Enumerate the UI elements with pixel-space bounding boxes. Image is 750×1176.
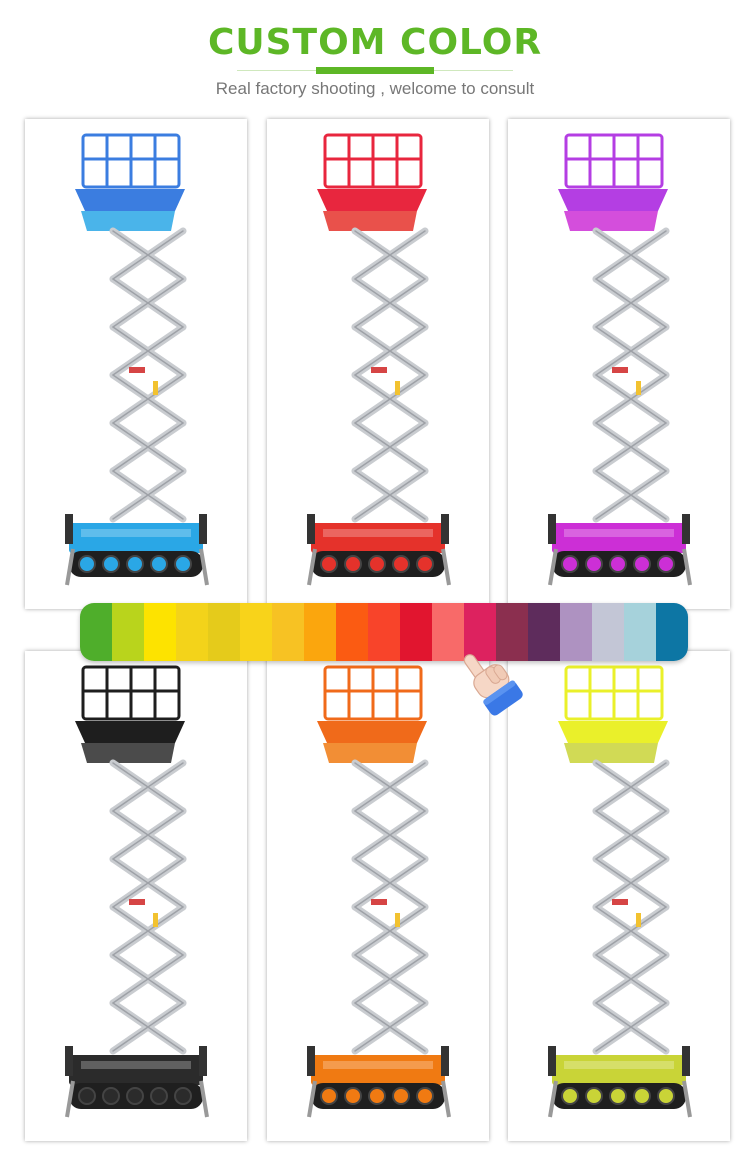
color-swatch <box>272 603 304 661</box>
color-swatch <box>208 603 240 661</box>
color-swatch <box>560 603 592 661</box>
scissor-lift-illustration <box>548 133 692 586</box>
scissor-lift-illustration <box>307 133 451 586</box>
color-swatch <box>432 603 464 661</box>
page-title: CUSTOM COLOR <box>207 22 543 63</box>
lift-card-purple <box>508 119 730 609</box>
scissor-lift-illustration <box>65 665 209 1118</box>
lift-card-red <box>267 119 489 609</box>
color-swatch <box>80 603 112 661</box>
color-swatch <box>304 603 336 661</box>
color-swatch <box>656 603 688 661</box>
color-swatch <box>112 603 144 661</box>
color-swatch <box>624 603 656 661</box>
color-swatch <box>528 603 560 661</box>
lift-card-orange <box>267 651 489 1141</box>
color-swatch <box>144 603 176 661</box>
lift-card-black <box>25 651 247 1141</box>
color-palette <box>80 603 688 661</box>
pointing-hand-icon <box>455 638 527 725</box>
color-swatch <box>240 603 272 661</box>
color-swatch <box>496 603 528 661</box>
lift-card-blue <box>25 119 247 609</box>
scissor-lift-illustration <box>307 665 451 1118</box>
color-swatch <box>464 603 496 661</box>
lift-card-yellow <box>508 651 730 1141</box>
scissor-lift-illustration <box>548 665 692 1118</box>
color-swatch <box>176 603 208 661</box>
page-subtitle: Real factory shooting , welcome to consu… <box>215 79 535 98</box>
color-swatch <box>368 603 400 661</box>
title-underline-bar <box>316 67 434 74</box>
color-swatch <box>336 603 368 661</box>
color-swatch <box>400 603 432 661</box>
color-swatch <box>592 603 624 661</box>
scissor-lift-illustration <box>65 133 209 586</box>
